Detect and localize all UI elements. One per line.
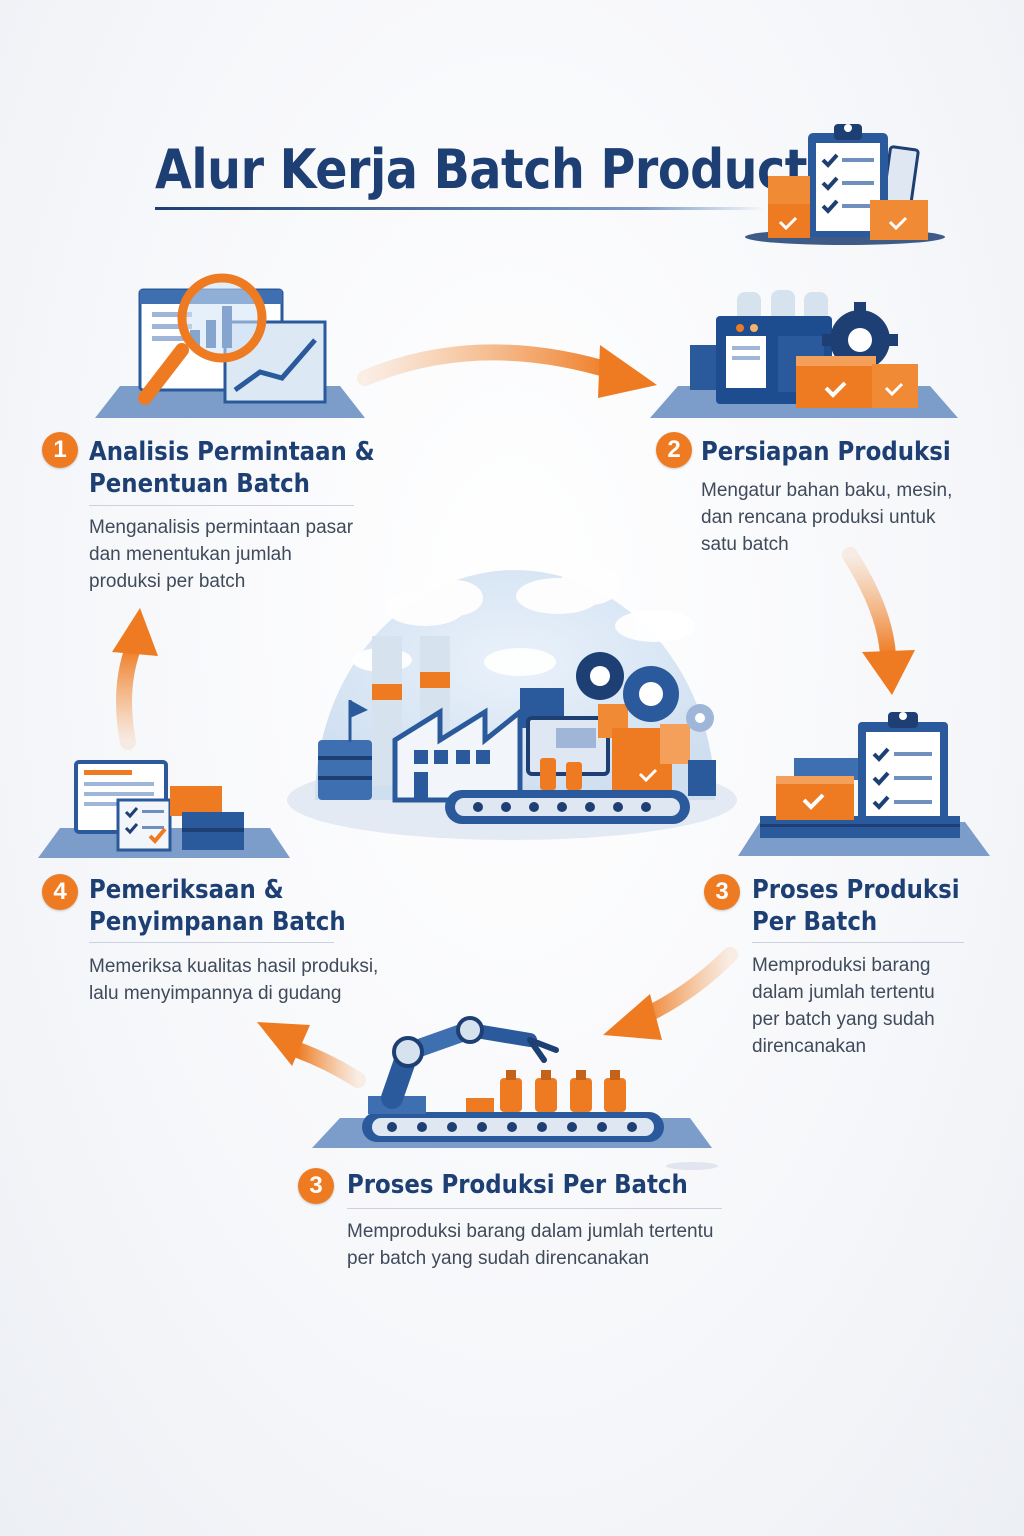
step-5-description: Memproduksi barang dalam jumlah tertentu… <box>347 1218 713 1272</box>
step-3-desc-line1: Memproduksi barang <box>752 955 931 976</box>
step-3-description: Memproduksi barang dalam jumlah tertentu… <box>752 952 935 1060</box>
step-4-description: Memeriksa kualitas hasil produksi, lalu … <box>89 953 378 1007</box>
arrow-step5-to-step4 <box>257 1022 366 1088</box>
step-5-badge: 3 <box>298 1168 334 1204</box>
arrow-step2-to-step3 <box>842 547 915 695</box>
step-3-desc-line4: direncanakan <box>752 1036 867 1057</box>
step-1-desc-line2: dan menentukan jumlah <box>89 544 292 565</box>
step-2-title: Persiapan Produksi <box>701 437 951 467</box>
step-3-divider <box>752 942 964 943</box>
step-5-title: Proses Produksi Per Batch <box>347 1170 688 1200</box>
step-1-title-line2: Penentuan Batch <box>89 469 310 499</box>
step-1-desc-line1: Menganalisis permintaan pasar <box>89 517 354 538</box>
step-3-desc-line3: per batch yang sudah <box>752 1009 935 1030</box>
step-4-desc-line1: Memeriksa kualitas hasil produksi, <box>89 956 379 977</box>
page-title: Alur Kerja Batch Production <box>155 138 889 201</box>
step-2-desc-line1: Mengatur bahan baku, mesin, <box>701 480 953 501</box>
step-5-desc-line1: Memproduksi barang dalam jumlah tertentu <box>347 1221 714 1242</box>
step-4-title-line2: Penyimpanan Batch <box>89 907 346 937</box>
step-2-description: Mengatur bahan baku, mesin, dan rencana … <box>701 477 952 558</box>
arrow-step3-to-step5 <box>603 947 738 1040</box>
factory-conveyor-icon <box>287 565 737 840</box>
step-4-badge: 4 <box>42 874 78 910</box>
arrow-step4-to-step1 <box>112 608 158 750</box>
pallet-boxes-checklist-icon <box>738 712 990 856</box>
step-3-title-line1: Proses Produksi <box>752 875 960 905</box>
robot-arm-conveyor-icon <box>312 1016 718 1170</box>
step-2-desc-line2: dan rencana produksi untuk <box>701 507 936 528</box>
step-5-desc-line2: per batch yang sudah direncanakan <box>347 1248 650 1269</box>
clipboard-checklist-boxes-icon <box>745 124 945 245</box>
arrow-step1-to-step2 <box>357 344 657 398</box>
step-2-desc-line3: satu batch <box>701 534 789 555</box>
step-2-badge: 2 <box>656 432 692 468</box>
step-3-title-line2: Per Batch <box>752 907 878 937</box>
step-3-badge: 3 <box>704 874 740 910</box>
machines-gear-boxes-icon <box>650 290 958 418</box>
step-1-description: Menganalisis permintaan pasar dan menent… <box>89 514 353 595</box>
step-1-title-line1: Analisis Permintaan & <box>89 437 375 467</box>
magnifier-analytics-icon <box>95 273 365 418</box>
step-1-desc-line3: produksi per batch <box>89 571 246 592</box>
monitor-checklist-storage-icon <box>38 760 290 858</box>
step-5-divider <box>347 1208 722 1209</box>
step-1-divider <box>89 505 354 506</box>
step-1-badge: 1 <box>42 432 78 468</box>
step-4-title-line1: Pemeriksaan & <box>89 875 284 905</box>
step-4-divider <box>89 942 334 943</box>
step-4-desc-line2: lalu menyimpannya di gudang <box>89 983 342 1004</box>
step-3-desc-line2: dalam jumlah tertentu <box>752 982 935 1003</box>
title-underline <box>155 207 765 210</box>
